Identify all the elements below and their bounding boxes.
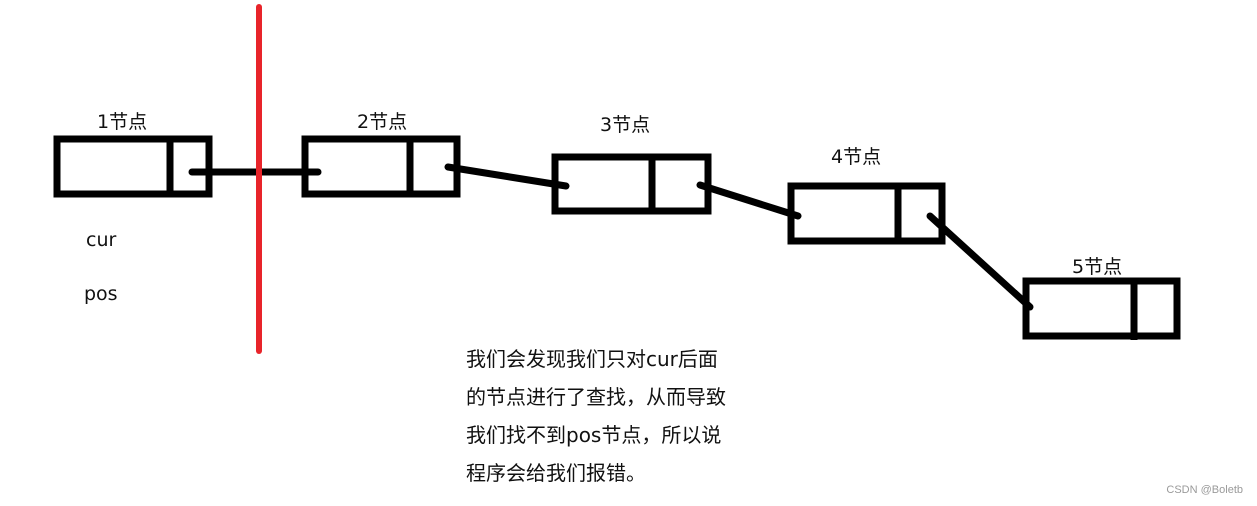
node-2-label: 2节点 bbox=[357, 111, 408, 133]
node-5-label: 5节点 bbox=[1072, 256, 1123, 278]
watermark: CSDN @Boletb bbox=[1166, 484, 1243, 496]
link-4-5 bbox=[926, 212, 1034, 311]
node-4 bbox=[787, 182, 946, 245]
link-3-4 bbox=[696, 181, 802, 220]
node-2 bbox=[301, 135, 461, 198]
node-1-label: 1节点 bbox=[97, 111, 148, 133]
pos-pointer-label: pos bbox=[84, 283, 118, 305]
cur-pointer-label: cur bbox=[86, 229, 117, 251]
explanation-text: 我们会发现我们只对cur后面 的节点进行了查找，从而导致 我们找不到pos节点，… bbox=[466, 340, 766, 492]
explanation-line: 我们会发现我们只对cur后面 bbox=[466, 347, 718, 371]
node-5 bbox=[1022, 277, 1181, 340]
node-3-label: 3节点 bbox=[600, 114, 651, 136]
node-4-label: 4节点 bbox=[831, 146, 882, 168]
node-1 bbox=[53, 135, 213, 198]
explanation-line: 我们找不到pos节点，所以说 bbox=[466, 423, 722, 447]
explanation-line: 程序会给我们报错。 bbox=[466, 461, 646, 485]
link-2-3 bbox=[444, 163, 570, 190]
node-3 bbox=[551, 153, 712, 215]
explanation-line: 的节点进行了查找，从而导致 bbox=[466, 385, 726, 409]
